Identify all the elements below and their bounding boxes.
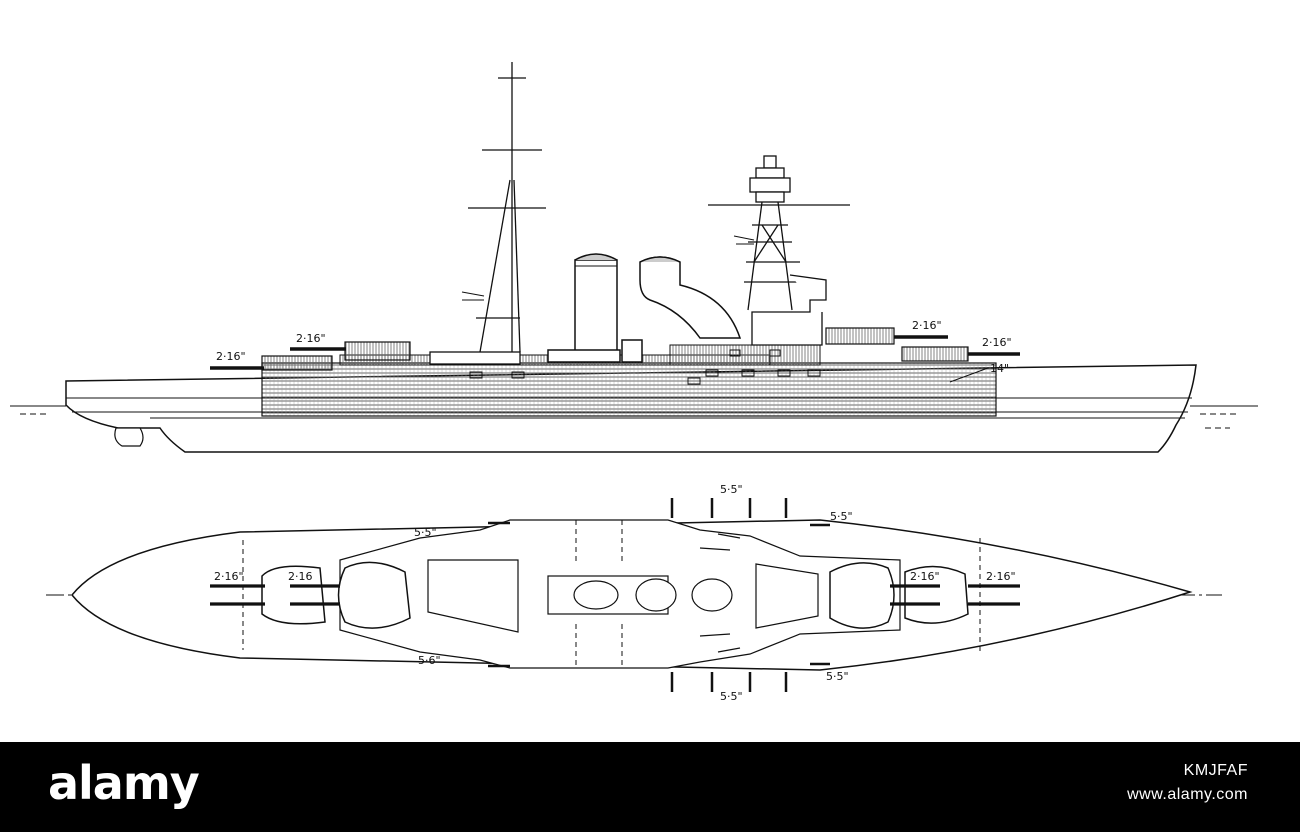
aft-turrets (210, 341, 411, 371)
funnels (547, 253, 742, 363)
fwd-deckhouse (755, 563, 819, 629)
forward-turrets (825, 327, 1020, 362)
bridge-tower (708, 155, 850, 346)
stern-propeller (114, 427, 144, 447)
label-aft-lower: 2·16" (216, 350, 246, 363)
alamy-logo: alamy (48, 756, 200, 810)
label-plan-aft-superfiring: 2·16 (288, 570, 313, 583)
label-aft-superfiring: 2·16" (296, 332, 326, 345)
label-casemate-port-aft: 5·5" (414, 526, 437, 539)
profile-view (10, 62, 1258, 453)
site-url: www.alamy.com (1127, 786, 1248, 803)
plan-labels: 2·16" 2·16 2·16" 2·16" 5·5" 5·5" 5·5" 5·… (214, 483, 1016, 703)
profile-labels: 2·16" 2·16" 2·16" 2·16" 14" (216, 319, 1012, 375)
ship-drawing: 2·16" 2·16" 2·16" 2·16" 14" (10, 62, 1258, 703)
watermark-footer: alamy KMJFAF www.alamy.com (0, 742, 1300, 832)
label-casemate-bottom-center: 5·5" (720, 690, 743, 703)
label-casemate-top-center: 5·5" (720, 483, 743, 496)
image-id: KMJFAF (1183, 762, 1248, 779)
label-fwd-lower: 2·16" (982, 336, 1012, 349)
aft-deckhouse (427, 559, 519, 633)
mainmast (429, 62, 546, 365)
label-fwd-superfiring: 2·16" (912, 319, 942, 332)
label-plan-fwd-superfiring: 2·16" (910, 570, 940, 583)
plan-view (46, 498, 1222, 692)
label-belt-armour: 14" (990, 362, 1009, 375)
label-casemate-starboard-fwd: 5·5" (826, 670, 849, 683)
label-casemate-starboard-aft: 5·6" (418, 654, 441, 667)
aft-funnel (574, 259, 618, 353)
label-casemate-port-fwd: 5·5" (830, 510, 853, 523)
label-plan-fwd-lower: 2·16" (986, 570, 1016, 583)
armour-belt (261, 362, 997, 417)
side-casemates (469, 349, 821, 385)
label-plan-aft-lower: 2·16" (214, 570, 244, 583)
plan-turrets (261, 561, 969, 629)
fore-funnel (639, 256, 742, 339)
waterline (10, 405, 1258, 429)
